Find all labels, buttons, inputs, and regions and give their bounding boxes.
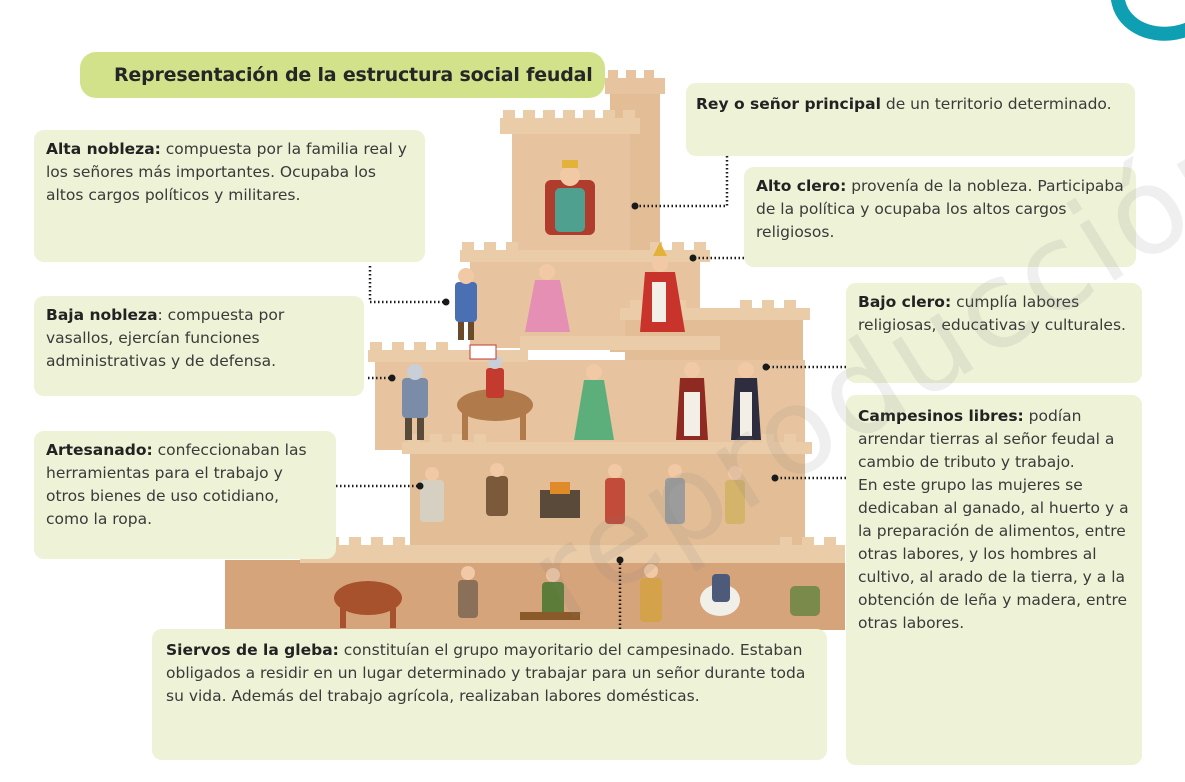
note-artesanado-term: Artesanado: <box>46 441 153 459</box>
note-alta-nobleza: Alta nobleza: compuesta por la familia r… <box>34 130 425 262</box>
note-alto-clero-term: Alto clero: <box>756 177 847 195</box>
leader-rey <box>635 156 729 208</box>
leader-lines <box>336 156 846 629</box>
note-artesanado-text: confeccionaban las herramientas para el … <box>46 441 307 528</box>
note-campesinos-term: Campesinos libres: <box>858 407 1024 425</box>
king-tower <box>500 110 640 250</box>
note-baja-nobleza-text: : compuesta por vasallos, ejercían funci… <box>46 306 285 370</box>
tier-serfs <box>225 537 845 630</box>
figure-bishop <box>640 242 685 332</box>
note-alto-clero: Alto clero: provenía de la nobleza. Part… <box>744 167 1136 267</box>
note-bajo-clero-term: Bajo clero: <box>858 293 952 311</box>
figure-king <box>545 160 595 235</box>
note-baja-nobleza-term: Baja nobleza <box>46 306 158 324</box>
note-baja-nobleza: Baja nobleza: compuesta por vasallos, ej… <box>34 296 364 396</box>
figure-artisans <box>420 463 745 524</box>
figure-noble-man <box>455 268 477 340</box>
figure-monk-dark <box>731 362 761 440</box>
figure-noble-woman <box>525 264 570 332</box>
figure-knight <box>402 364 428 440</box>
leader-alta-nobleza <box>368 266 446 304</box>
note-campesinos-libres: Campesinos libres: podían arrendar tierr… <box>846 395 1142 765</box>
note-siervos: Siervos de la gleba: constituían el grup… <box>152 629 827 760</box>
note-bajo-clero-text: cumplía labores religiosas, educativas y… <box>858 293 1126 334</box>
note-alto-clero-text: provenía de la nobleza. Participaba de l… <box>756 177 1124 241</box>
figure-horseman <box>457 344 533 440</box>
note-campesinos-text2: En este grupo las mujeres se dedicaban a… <box>858 476 1129 632</box>
note-campesinos-text: podían arrendar tierras al señor feudal … <box>858 407 1115 471</box>
note-rey: Rey o señor principal de un territorio d… <box>686 83 1135 156</box>
figure-monk-red <box>676 362 708 440</box>
leader-dots <box>388 202 779 564</box>
figure-lady <box>574 364 614 440</box>
note-siervos-term: Siervos de la gleba: <box>166 641 339 659</box>
figure-serfs <box>334 564 820 628</box>
diagram-title: Representación de la estructura social f… <box>80 52 605 98</box>
note-rey-text: de un territorio determinado. <box>880 95 1112 113</box>
note-bajo-clero: Bajo clero: cumplía labores religiosas, … <box>846 283 1142 383</box>
note-siervos-text: constituían el grupo mayoritario del cam… <box>166 641 806 705</box>
note-artesanado: Artesanado: confeccionaban las herramien… <box>34 431 336 559</box>
note-alta-nobleza-text: compuesta por la familia real y los seño… <box>46 140 407 204</box>
note-alta-nobleza-term: Alta nobleza: <box>46 140 161 158</box>
note-rey-term: Rey o señor principal <box>696 95 881 113</box>
